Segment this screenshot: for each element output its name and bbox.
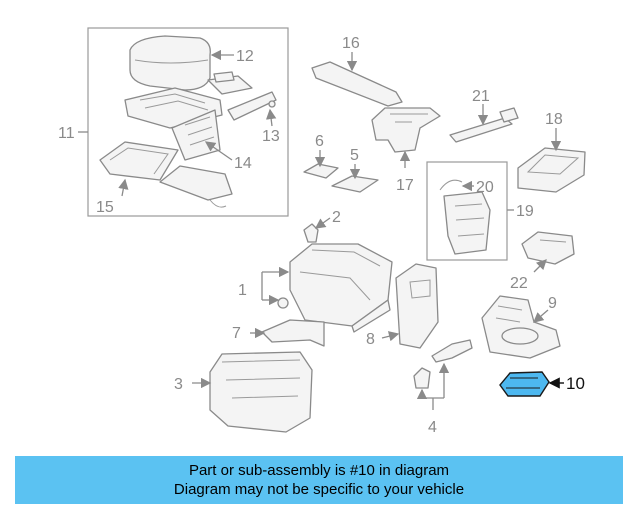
callout-11: 11 — [58, 125, 75, 142]
banner-line-1: Part or sub-assembly is #10 in diagram — [188, 462, 450, 479]
part-6-pad[interactable] — [303, 163, 339, 179]
part-latch[interactable] — [207, 71, 253, 95]
part-17-bracket[interactable] — [371, 107, 441, 153]
part-4-clips[interactable] — [413, 339, 473, 389]
callout-18: 18 — [545, 111, 563, 128]
callout-20: 20 — [476, 179, 494, 196]
leader-22 — [533, 259, 547, 273]
part-21-cable[interactable] — [449, 107, 519, 143]
callout-15: 15 — [96, 199, 114, 216]
callout-19: 19 — [516, 203, 534, 220]
info-banner: Part or sub-assembly is #10 in diagram D… — [15, 456, 623, 504]
part-2-clip[interactable] — [303, 223, 319, 243]
part-12-armrest-lid[interactable] — [129, 35, 211, 91]
callout-7: 7 — [232, 325, 241, 342]
banner-line-2: Diagram may not be specific to your vehi… — [173, 481, 465, 498]
group-box-11 — [87, 27, 289, 217]
leader-14 — [204, 141, 233, 161]
callout-6: 6 — [315, 133, 324, 150]
part-1-console-body[interactable] — [289, 243, 393, 333]
callout-8: 8 — [366, 331, 375, 348]
parts-diagram: 12 14 13 15 11 16 — [58, 27, 586, 436]
part-mat[interactable] — [159, 165, 233, 208]
part-13-bracket[interactable] — [227, 91, 277, 121]
part-5-pad[interactable] — [331, 175, 379, 193]
callout-5: 5 — [350, 147, 359, 164]
part-22-switch[interactable] — [521, 231, 575, 265]
callout-21: 21 — [472, 88, 490, 105]
callout-1: 1 — [238, 282, 247, 299]
leader-13 — [265, 108, 277, 127]
part-18-module[interactable] — [517, 147, 586, 193]
part-10-highlighted-mat[interactable] — [499, 371, 550, 397]
part-16-handle[interactable] — [311, 61, 403, 107]
part-15-tray[interactable] — [99, 141, 179, 181]
callout-3: 3 — [174, 376, 183, 393]
callout-10: 10 — [566, 374, 585, 393]
callout-12: 12 — [236, 48, 254, 65]
callout-4: 4 — [428, 419, 437, 436]
part-1-grommet[interactable] — [277, 297, 289, 309]
leader-2 — [314, 217, 331, 229]
callout-9: 9 — [548, 295, 557, 312]
part-9-cupholder[interactable] — [481, 295, 561, 359]
callout-16: 16 — [342, 35, 360, 52]
part-8-rear-panel[interactable] — [395, 263, 439, 349]
part-20-usb-port[interactable] — [439, 179, 491, 255]
callout-2: 2 — [332, 209, 341, 226]
leader-15 — [118, 178, 129, 197]
callout-22: 22 — [510, 275, 528, 292]
callout-17: 17 — [396, 177, 414, 194]
part-7-bracket[interactable] — [261, 319, 325, 347]
callout-13: 13 — [262, 128, 280, 145]
leader-8 — [381, 331, 400, 342]
part-3-base-bin[interactable] — [209, 351, 313, 433]
group-box-19 — [426, 161, 508, 261]
callout-14: 14 — [234, 155, 252, 172]
leader-9 — [533, 309, 549, 323]
